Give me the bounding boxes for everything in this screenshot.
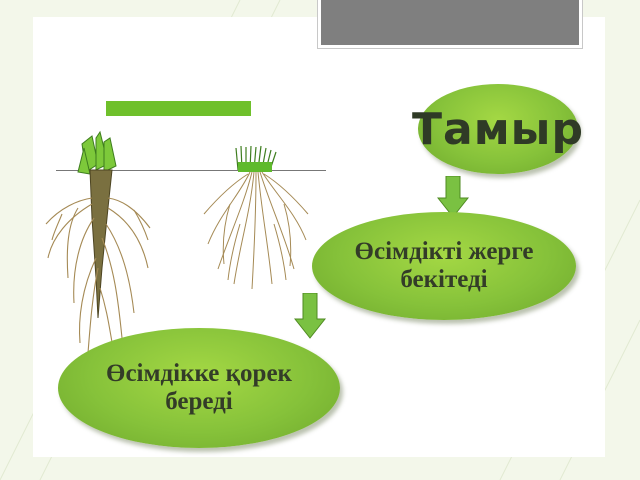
function-anchor-text: Өсімдікті жерге бекітеді [354, 238, 534, 293]
fibrous-root-plant-icon [203, 145, 309, 290]
root-title: Тамыр [412, 103, 584, 155]
taproot-plant-icon [45, 130, 151, 354]
function-nutrition-ellipse: Өсімдікке қорек береді [58, 328, 340, 448]
ground-line [56, 170, 326, 171]
down-arrow-icon [294, 293, 326, 339]
function-anchor-ellipse: Өсімдікті жерге бекітеді [312, 212, 576, 320]
title-placeholder-box [318, 0, 582, 48]
down-arrow-icon [437, 176, 469, 218]
root-title-ellipse: Тамыр [412, 84, 583, 174]
function-nutrition-text: Өсімдікке қорек береді [106, 360, 292, 415]
blank-label-bar [106, 101, 251, 116]
